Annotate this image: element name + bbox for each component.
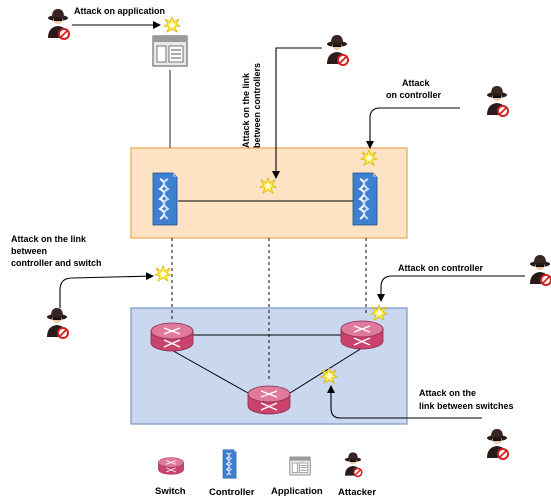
attacker-link-controllers-icon xyxy=(326,34,349,66)
label-link-switches-line1: Attack on the xyxy=(419,388,476,398)
attacker-link-ctrl-switch-icon xyxy=(46,307,69,339)
legend-switch-icon xyxy=(158,457,184,475)
legend-application-icon xyxy=(289,456,311,476)
switch-bottom-icon xyxy=(247,385,291,415)
label-controller-right: Attack on controller xyxy=(398,263,484,273)
controller-left-icon xyxy=(152,172,178,226)
legend: Switch Controller Application Attacker xyxy=(155,449,376,498)
label-ctrl-switch-line3: controller and switch xyxy=(11,258,102,268)
attack-arrows xyxy=(59,21,525,419)
legend-application-label: Application xyxy=(271,486,323,497)
application-window-icon xyxy=(152,35,188,67)
label-attack-application: Attack on application xyxy=(74,6,165,16)
label-controller-top-line2: on controller xyxy=(386,90,441,100)
label-link-controllers-line1: Attack on the link xyxy=(241,72,251,148)
switch-left-icon xyxy=(150,322,194,352)
switch-switch-links xyxy=(167,334,363,394)
label-link-controllers-line2: between controllers xyxy=(252,63,262,148)
attacker-link-switches-icon xyxy=(486,428,509,460)
label-ctrl-switch-line2: between xyxy=(11,246,47,256)
legend-attacker-icon xyxy=(344,451,363,478)
controller-switch-links xyxy=(171,238,367,380)
label-controller-top-line1: Attack xyxy=(402,78,431,88)
legend-controller-label: Controller xyxy=(209,487,255,498)
controller-right-icon xyxy=(352,172,378,226)
attack-point-application-icon xyxy=(163,16,181,33)
attacker-controller-top-icon xyxy=(486,85,509,117)
legend-controller-icon xyxy=(222,449,237,479)
attacker-controller-right-icon xyxy=(529,254,551,286)
label-ctrl-switch-line1: Attack on the link xyxy=(11,234,87,244)
legend-attacker-label: Attacker xyxy=(338,487,376,498)
label-link-switches-line2: link between switches xyxy=(419,401,514,411)
switch-right-icon xyxy=(340,320,384,350)
attack-point-ctrl-switch-icon xyxy=(154,265,172,282)
legend-switch-label: Switch xyxy=(155,486,186,497)
attacker-application-icon xyxy=(47,8,70,40)
